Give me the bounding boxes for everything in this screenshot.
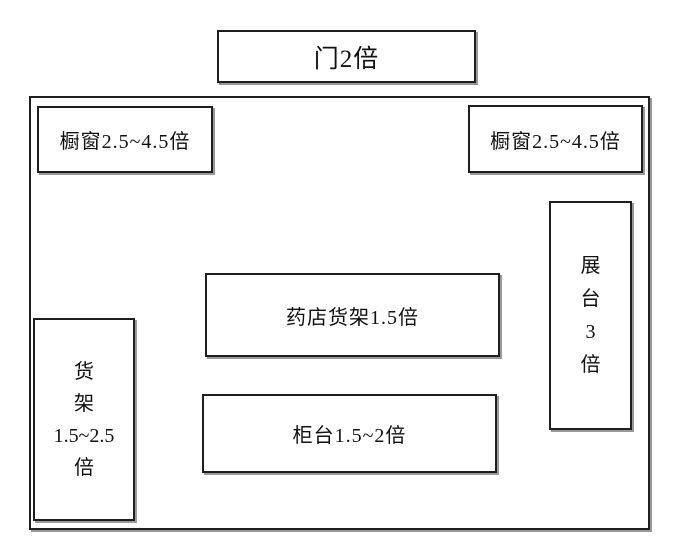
- shelf-label-line: 1.5~2.5: [53, 424, 115, 447]
- display-window-left-label: 橱窗2.5~4.5倍: [59, 131, 191, 153]
- shelf-label-line: 货: [74, 360, 94, 383]
- display-stand-label-line: 3: [585, 320, 596, 343]
- display-stand-label-line: 倍: [580, 353, 601, 376]
- display-stand-box: 展 台 3 倍: [549, 201, 632, 430]
- display-window-right-label: 橱窗2.5~4.5倍: [490, 130, 621, 153]
- door-label: 门2倍: [313, 45, 380, 73]
- display-stand-label-line: 台: [580, 287, 601, 310]
- shelf-label-line: 架: [74, 392, 94, 415]
- counter-box: 柜台1.5~2倍: [202, 394, 497, 473]
- display-window-right-box: 橱窗2.5~4.5倍: [468, 105, 643, 173]
- room-outline: [29, 96, 650, 530]
- display-stand-label-line: 展: [580, 254, 601, 277]
- pharmacy-shelf-box: 药店货架1.5倍: [205, 273, 500, 357]
- pharmacy-shelf-label: 药店货架1.5倍: [286, 306, 419, 329]
- display-window-left-box: 橱窗2.5~4.5倍: [37, 106, 213, 173]
- shelf-label-line: 倍: [74, 456, 94, 479]
- shelf-box: 货 架 1.5~2.5 倍: [33, 318, 135, 521]
- counter-label: 柜台1.5~2倍: [292, 425, 407, 447]
- door-box: 门2倍: [217, 30, 476, 83]
